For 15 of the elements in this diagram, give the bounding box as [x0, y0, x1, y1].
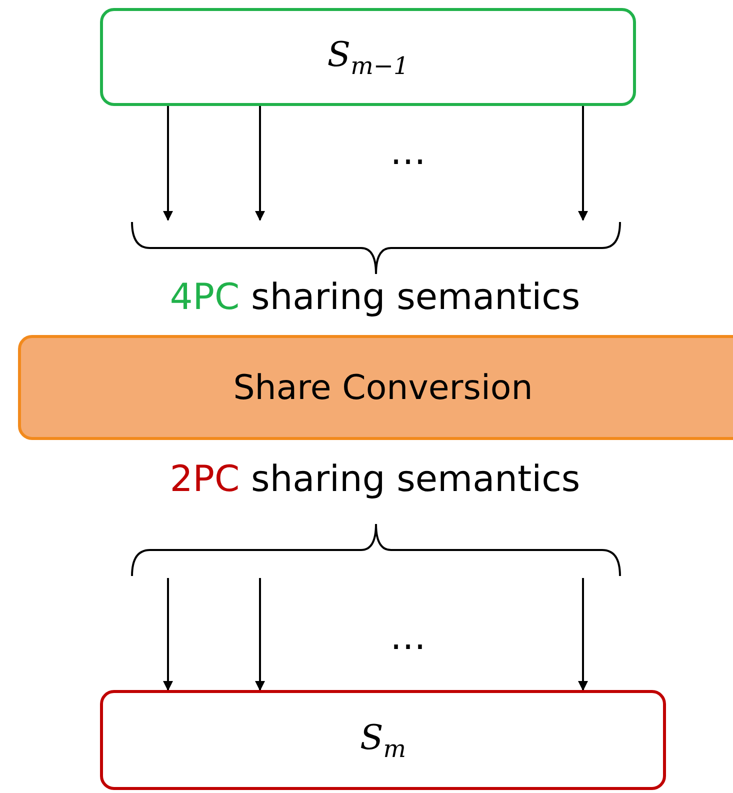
arrow	[578, 578, 588, 691]
curly-brace	[131, 222, 621, 275]
curly-brace	[131, 523, 621, 576]
arrow	[163, 106, 173, 221]
rounded-box: S$_{m}$	[100, 690, 666, 790]
caption-text: 2PC sharing semantics	[170, 462, 580, 498]
process-box: Share Conversion	[18, 335, 733, 440]
ellipsis-text: …	[390, 620, 426, 656]
ellipsis-text: …	[390, 135, 426, 171]
rounded-box: S$_{m−1}$	[100, 8, 636, 106]
arrow	[255, 106, 265, 221]
arrow	[255, 578, 265, 691]
arrow	[578, 106, 588, 221]
caption-text: 4PC sharing semantics	[170, 280, 580, 316]
arrow	[163, 578, 173, 691]
